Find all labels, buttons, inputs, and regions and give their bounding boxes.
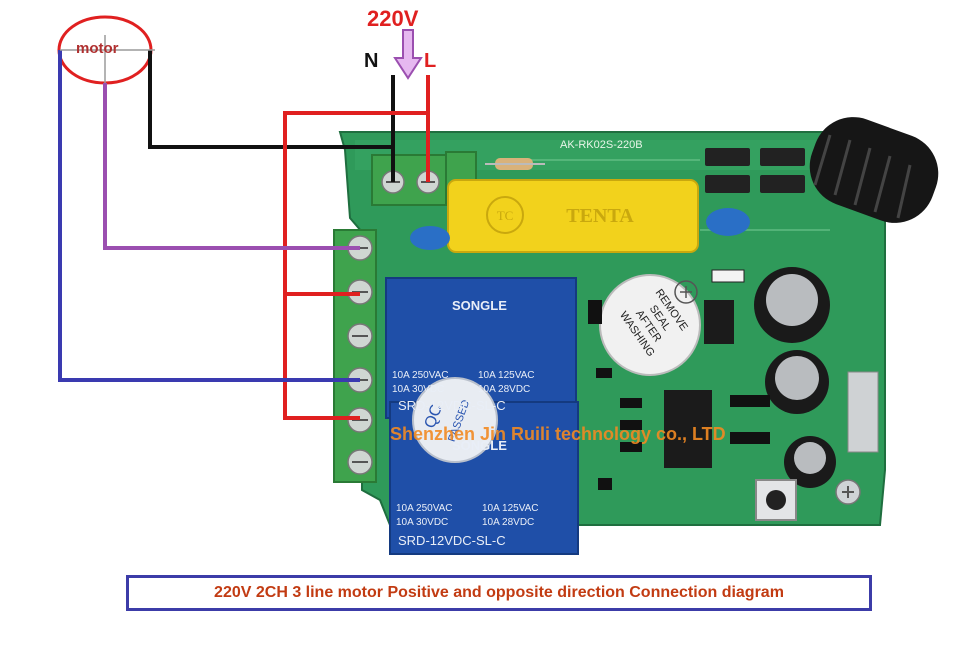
electrolytic-capacitor-1 bbox=[754, 267, 830, 343]
yellow-x2-capacitor: TC TENTA bbox=[447, 179, 699, 253]
neutral-wire bbox=[148, 50, 395, 182]
output-terminal-block bbox=[333, 229, 377, 483]
neutral-label: N bbox=[364, 50, 379, 72]
smd-components bbox=[588, 269, 770, 490]
live-bus-wire bbox=[283, 111, 428, 420]
relay-2-rating-3: 10A 30VDC bbox=[396, 517, 449, 528]
wires bbox=[58, 50, 430, 420]
voltage-arrow bbox=[393, 29, 423, 80]
board-model-label: AK-RK02S-220B bbox=[560, 139, 643, 151]
diagram-caption-box: 220V 2CH 3 line motor Positive and oppos… bbox=[126, 575, 872, 611]
relay-1-rating-2: 10A 125VAC bbox=[478, 370, 535, 381]
motor-connector-mark bbox=[60, 35, 155, 83]
ic-chip-2 bbox=[704, 300, 734, 344]
watermark-text: Shenzhen Jin Ruili technology co., LTD bbox=[390, 424, 726, 444]
diode-array bbox=[705, 148, 805, 193]
ic-chip-1 bbox=[664, 390, 712, 468]
capacitor-brand: TENTA bbox=[566, 205, 634, 227]
relay-1-model: SRD-12VDC-SL-C bbox=[398, 398, 506, 413]
relay-2-rating-4: 10A 28VDC bbox=[482, 517, 535, 528]
learn-button bbox=[755, 479, 797, 521]
relay-1-brand: SONGLE bbox=[452, 298, 507, 313]
relay-2-model: SRD-12VDC-SL-C bbox=[398, 533, 506, 548]
buzzer: REMOVE SEAL AFTER WASHING bbox=[599, 274, 701, 376]
electrolytic-capacitor-3 bbox=[784, 436, 836, 488]
motor-wire-1 bbox=[103, 83, 360, 250]
diagram-caption: 220V 2CH 3 line motor Positive and oppos… bbox=[214, 584, 784, 601]
relay-2-rating-2: 10A 125VAC bbox=[482, 503, 539, 514]
mounting-screw bbox=[835, 479, 861, 505]
relay-1-rating-1: 10A 250VAC bbox=[392, 370, 449, 381]
crystal bbox=[847, 371, 879, 453]
relay-2-rating-1: 10A 250VAC bbox=[396, 503, 453, 514]
motor-wire-2 bbox=[58, 50, 360, 382]
qc-passed-sticker: QC PASSED bbox=[412, 377, 498, 463]
electrolytic-capacitor-2 bbox=[765, 350, 829, 414]
blue-capacitor-1 bbox=[410, 226, 450, 250]
capacitor-logo: TC bbox=[497, 208, 514, 223]
voltage-label: 220V bbox=[367, 6, 419, 31]
motor-label: motor bbox=[76, 40, 119, 57]
antenna-coil bbox=[809, 117, 939, 223]
live-label: L bbox=[424, 50, 437, 72]
relay-1-rating-3: 10A 30VDC bbox=[392, 384, 445, 395]
relay-1-rating-4: 10A 28VDC bbox=[478, 384, 531, 395]
blue-capacitor-2 bbox=[706, 208, 750, 236]
resistor-r1 bbox=[485, 158, 545, 170]
relay-2-brand: SONGLE bbox=[452, 438, 507, 453]
